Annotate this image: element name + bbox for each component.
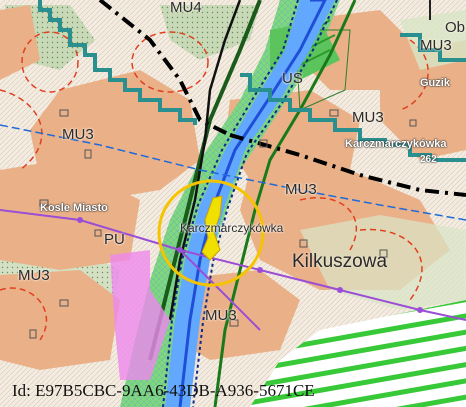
zone-label-mu4: MU4 xyxy=(170,0,202,16)
place-name-kosle-miasto: Kosle Miasto xyxy=(40,202,108,214)
road-number-label: 262 xyxy=(420,154,437,165)
pu-zone xyxy=(110,250,170,380)
zone-label-mu3-left: MU3 xyxy=(62,126,94,143)
main-road xyxy=(168,0,242,321)
highlight-circle xyxy=(157,179,265,287)
place-name-guzik: Guzik xyxy=(420,77,450,89)
zone-label-mu3-center: MU3 xyxy=(285,181,317,198)
zone-label-mu3-bottom: MU3 xyxy=(205,307,237,324)
railway xyxy=(98,0,466,197)
zone-label-mu3-top: MU3 xyxy=(420,37,452,54)
buildings xyxy=(29,109,417,339)
place-name-kilkuszowa: Kilkuszowa xyxy=(292,251,388,272)
zone-label-us: US xyxy=(282,70,303,87)
river xyxy=(148,0,357,407)
place-name-karczmarczykowka-center: Karczmarczykówka xyxy=(180,221,284,235)
administrative-boundary xyxy=(38,0,466,162)
power-line-nodes xyxy=(77,217,423,313)
highlighted-plot[interactable] xyxy=(201,195,223,261)
place-name-karczmarczykowka-right: Karczmarczykówka xyxy=(345,138,447,150)
document-id-text: Id: E97B5CBC-9AA6-43DB-A936-5671CE xyxy=(12,381,315,400)
zone-label-mu3-bottom-left: MU3 xyxy=(18,267,50,284)
zone-label-pu: PU xyxy=(104,231,125,248)
flood-line xyxy=(0,124,466,221)
zone-label-mu3-right: MU3 xyxy=(352,109,384,126)
place-name-ob: Ob xyxy=(445,19,466,36)
